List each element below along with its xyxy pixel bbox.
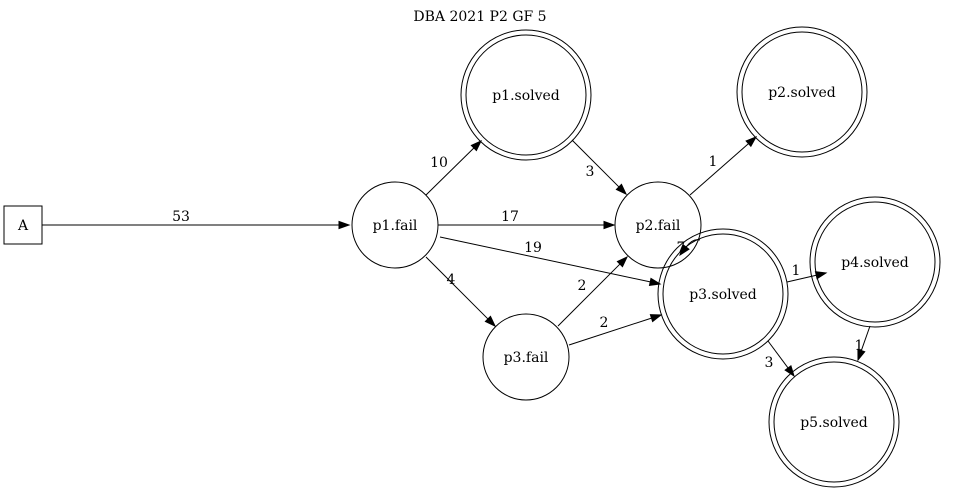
edge-line [767, 340, 789, 369]
edge-line [425, 147, 475, 196]
edge-label: 7 [677, 240, 686, 256]
arrowhead [603, 220, 616, 230]
arrowhead [649, 314, 663, 323]
arrowhead [616, 255, 629, 268]
node-circle [741, 31, 863, 153]
edge-line [689, 143, 749, 196]
edge-p1-fail-to-p1-solved: 10 [425, 139, 483, 196]
node-p5-solved: p5.solved [768, 356, 900, 488]
arrowhead [745, 136, 758, 148]
edge-p1-fail-to-p2-fail: 17 [438, 209, 616, 230]
edge-label: 3 [765, 355, 774, 371]
edge-p4-solved-to-p5-solved: 1 [855, 325, 871, 362]
arrowhead [470, 139, 483, 152]
edge-line [425, 256, 489, 320]
node-outer-circle [809, 196, 941, 328]
node-circle [614, 181, 702, 269]
node-label: p1.fail [373, 218, 418, 234]
node-p2-fail: p2.fail [614, 181, 702, 269]
node-circle [465, 34, 587, 156]
edge-p3-solved-to-p5-solved: 3 [765, 340, 795, 378]
node-p1-fail: p1.fail [351, 181, 439, 269]
node-circle [814, 201, 936, 323]
node-label: p3.fail [504, 350, 549, 366]
edge-label: 53 [172, 209, 190, 225]
node-A: A [3, 205, 43, 245]
arrowhead [857, 348, 866, 362]
node-label: p5.solved [800, 415, 868, 431]
edge-A-to-p1-fail: 53 [42, 209, 351, 230]
node-outer-circle [768, 356, 900, 488]
edge-label: 3 [586, 164, 595, 180]
node-circle [351, 181, 439, 269]
node-p2-solved: p2.solved [736, 26, 868, 158]
node-outer-circle [736, 26, 868, 158]
edge-p3-fail-to-p3-solved: 2 [568, 314, 663, 346]
node-outer-circle [657, 228, 789, 360]
edge-label: 1 [792, 263, 801, 279]
arrowhead [784, 365, 795, 378]
arrowhead [648, 277, 662, 287]
edge-label: 4 [447, 272, 456, 288]
node-circle [773, 361, 895, 483]
node-p3-solved: p3.solved [657, 228, 789, 360]
node-label: p2.solved [768, 85, 836, 101]
edge-label: 2 [578, 278, 587, 294]
edge-p3-solved-to-p4-solved: 1 [786, 263, 828, 283]
diagram-title: DBA 2021 P2 GF 5 [413, 9, 546, 25]
edge-label: 1 [709, 154, 718, 170]
edge-line [568, 317, 652, 346]
edge-p1-fail-to-p3-fail: 4 [425, 256, 497, 328]
node-box [3, 205, 43, 245]
edge-p3-solved-to-p2-fail: 7 [677, 239, 701, 257]
node-circle [662, 233, 784, 355]
node-label: p2.fail [636, 218, 681, 234]
edge-p2-fail-to-p2-solved: 1 [689, 136, 758, 196]
edge-p3-fail-to-p2-fail: 2 [557, 255, 629, 327]
node-label: A [17, 218, 29, 234]
edge-label: 1 [855, 338, 864, 354]
arrowhead [615, 183, 628, 196]
node-label: p4.solved [841, 255, 909, 271]
node-p1-solved: p1.solved [460, 29, 592, 161]
edge-line [571, 139, 620, 188]
edges-layer: 53 10 17 19 4 3 1 2 2 7 1 3 1 [42, 136, 871, 378]
node-outer-circle [460, 29, 592, 161]
node-label: p1.solved [492, 88, 560, 104]
edge-line [439, 236, 651, 283]
arrowhead [338, 220, 351, 230]
node-circle [482, 313, 570, 401]
edge-label: 19 [524, 240, 542, 256]
edge-p1-fail-to-p3-solved: 19 [439, 236, 662, 287]
edge-label: 17 [501, 209, 519, 225]
arrowhead [484, 315, 497, 328]
edge-label: 2 [600, 315, 609, 331]
node-label: p3.solved [689, 287, 757, 303]
node-p3-fail: p3.fail [482, 313, 570, 401]
edge-line [557, 263, 621, 327]
node-p4-solved: p4.solved [809, 196, 941, 328]
edge-label: 10 [430, 155, 448, 171]
edge-line [860, 325, 871, 351]
edge-p1-solved-to-p2-fail: 3 [571, 139, 628, 196]
